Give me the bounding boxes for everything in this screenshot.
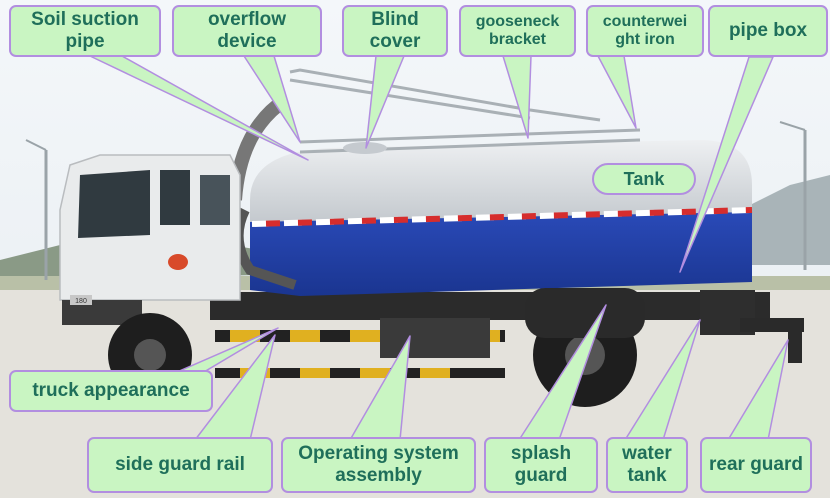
top-rail xyxy=(289,68,641,154)
distant-hills xyxy=(740,175,830,265)
operating-box xyxy=(380,318,490,358)
chassis-frame xyxy=(210,292,770,320)
tank-body xyxy=(250,140,753,296)
label-water-tank: water tank xyxy=(606,437,688,493)
label-splash-guard: splash guard xyxy=(484,437,598,493)
label-side-guard-rail: side guard rail xyxy=(87,437,273,493)
truck-badge: 180 xyxy=(75,298,87,305)
label-blind-cover: Blind cover xyxy=(342,5,448,57)
label-gooseneck-bracket: gooseneck bracket xyxy=(459,5,576,57)
blind-cover-lid xyxy=(343,142,387,154)
label-soil-suction-pipe: Soil suction pipe xyxy=(9,5,161,57)
label-operating-system-assembly: Operating system assembly xyxy=(281,437,476,493)
label-tank: Tank xyxy=(592,163,696,195)
label-truck-appearance: truck appearance xyxy=(9,370,213,412)
label-rear-guard: rear guard xyxy=(700,437,812,493)
label-overflow-device: overflow device xyxy=(172,5,322,57)
label-counterweight-iron: counterwei ght iron xyxy=(586,5,704,57)
mudguard xyxy=(525,288,645,338)
truck-cab: 180 xyxy=(59,154,241,325)
label-pipe-box: pipe box xyxy=(708,5,828,57)
